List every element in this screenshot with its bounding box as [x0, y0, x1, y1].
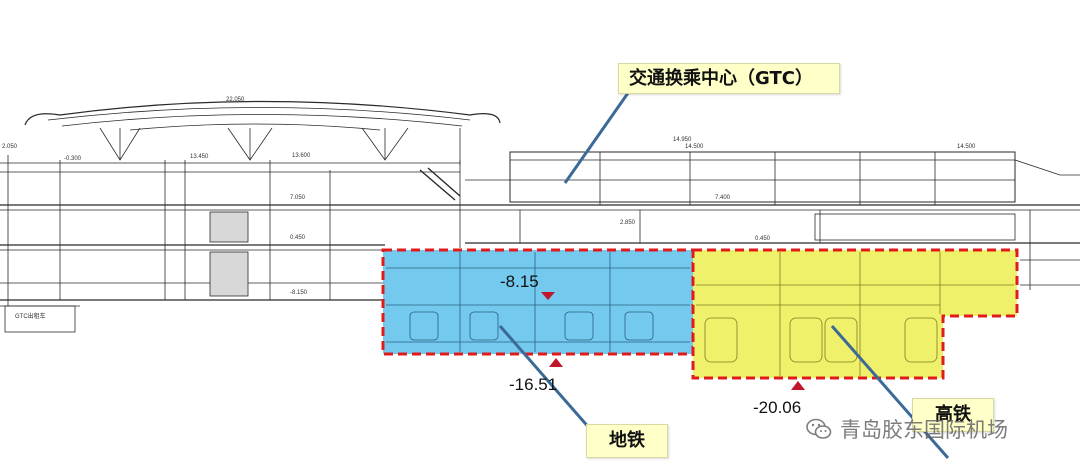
wechat-icon — [806, 418, 832, 439]
gtc-leader — [563, 92, 630, 184]
mark-7: 7.400 — [715, 195, 731, 201]
drawing-marks: 22.050 14.950 14.500 14.500 13.450 13.60… — [2, 97, 976, 320]
mark-12: -0.300 — [64, 156, 82, 162]
elevation-metro-mid: -8.15 — [500, 272, 539, 291]
mark-13: 2.050 — [2, 144, 18, 150]
elevation-markers — [541, 292, 805, 390]
elev-marker-metro-mid — [541, 292, 555, 300]
elevation-hsr-bottom: -20.06 — [753, 398, 802, 417]
mark-9: 0.450 — [755, 236, 771, 242]
mark-10: 2.850 — [620, 220, 636, 226]
mark-8: 0.450 — [290, 235, 306, 241]
elev-marker-hsr-bottom — [791, 381, 805, 390]
metro-zone — [381, 248, 695, 356]
hsr-leader — [830, 325, 950, 459]
mark-0: 22.050 — [226, 97, 245, 103]
metro-label: 地铁 — [586, 424, 668, 458]
elevation-metro-bottom: -16.51 — [509, 375, 558, 394]
mark-11: -8.150 — [290, 290, 308, 296]
mark-1: 14.950 — [673, 137, 692, 143]
hsr-zone — [691, 248, 1019, 380]
mark-5: 13.600 — [292, 153, 311, 159]
watermark-text: 青岛胶东国际机场 — [840, 418, 1008, 442]
building-section-lines — [0, 100, 1080, 333]
mark-4: 13.450 — [190, 154, 209, 160]
watermark: 青岛胶东国际机场 — [806, 414, 1008, 444]
leader-lines — [498, 92, 950, 459]
mark-3: 14.500 — [957, 144, 976, 150]
elev-marker-metro-bottom — [549, 358, 563, 367]
gtc-label: 交通换乘中心（GTC） — [618, 63, 840, 94]
mark-2: 14.500 — [685, 144, 704, 150]
mark-14: GTC出租车 — [15, 312, 46, 320]
hsr-label: 高铁 — [912, 398, 994, 432]
metro-leader — [498, 325, 600, 439]
mark-6: 7.050 — [290, 195, 306, 201]
